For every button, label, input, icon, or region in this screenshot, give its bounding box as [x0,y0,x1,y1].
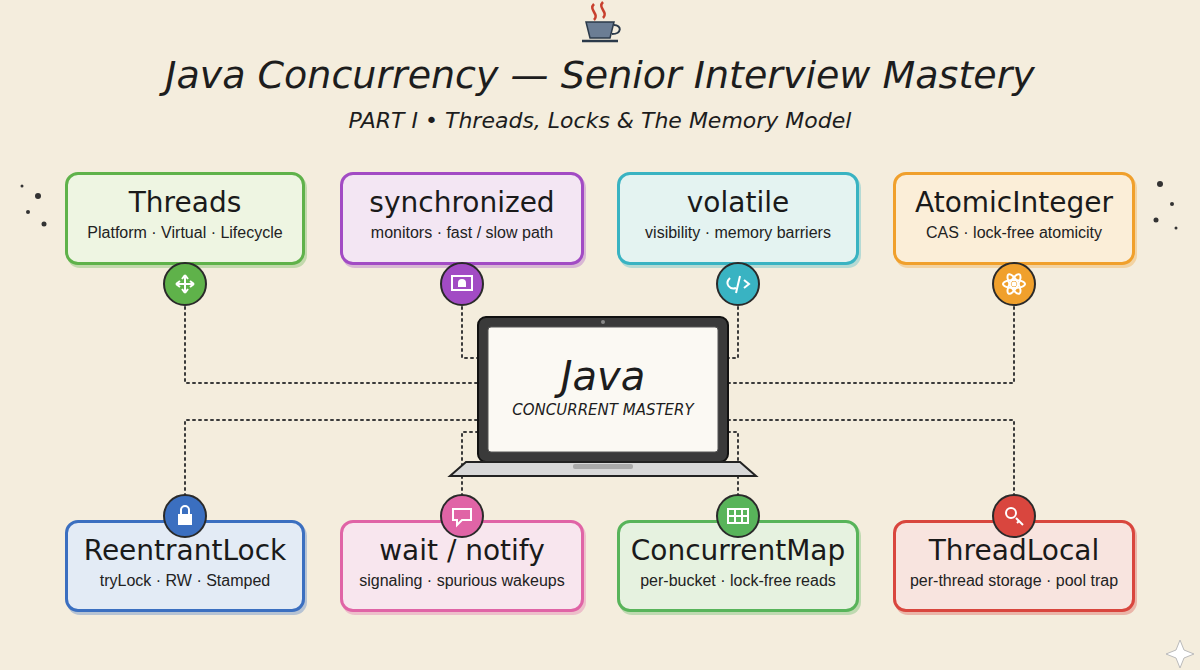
icon-badge [993,263,1035,305]
node-subtext: per-thread storage · pool trap [910,571,1118,591]
node-subtext: CONCURRENT MASTERY [512,400,693,420]
icon-glyph [1012,282,1017,287]
node-subtext: per-bucket · lock-free reads [640,571,836,591]
ink-dot [1157,181,1163,187]
node-heading: AtomicInteger [915,185,1113,221]
topic-box: volatilevisibility · memory barriers [617,172,859,265]
laptop-base [450,462,756,476]
node-heading: wait / notify [379,533,545,569]
node-heading: ReentrantLock [84,533,287,569]
topic-box: wait / notifysignaling · spurious wakeup… [340,520,584,612]
laptop-camera [601,320,605,324]
topic-box: ConcurrentMapper-bucket · lock-free read… [617,520,859,612]
laptop-hub: JavaCONCURRENT MASTERY [478,316,728,462]
icon-glyph [452,276,472,290]
ink-dot [42,222,47,227]
steam-line [592,4,595,20]
cup-saucer [582,40,618,43]
node-subtext: monitors · fast / slow path [371,223,553,243]
node-heading: Threads [129,185,242,221]
sparkle-mark [1166,640,1194,668]
node-subtext: CAS · lock-free atomicity [926,223,1102,243]
icon-glyph [181,506,189,514]
dotted-connector [185,420,478,520]
icon-badge [164,263,206,305]
diagram-title: Java Concurrency — Senior Interview Mast… [0,52,1200,98]
node-heading: ThreadLocal [929,533,1099,569]
subtitle-label: PART I • Threads, Locks & The Memory Mod… [0,106,1200,136]
node-subtext: visibility · memory barriers [645,223,831,243]
icon-glyph [176,275,194,293]
ink-dot [26,210,30,214]
ink-dot [35,193,41,199]
cup-handle [612,25,620,34]
threads-icon [164,263,206,305]
topic-box: ReentrantLocktryLock · RW · Stamped [65,520,305,612]
icon-glyph [1005,272,1023,295]
icon-badge [717,263,759,305]
node-heading: Java [561,352,646,400]
node-heading: ConcurrentMap [631,533,846,569]
topic-box: AtomicIntegerCAS · lock-free atomicity [893,172,1135,265]
topic-box: synchronizedmonitors · fast / slow path [340,172,584,265]
dotted-connector [185,265,478,383]
node-subtext: signaling · spurious wakeups [359,571,564,591]
dotted-connector [462,265,478,358]
synchronized-icon [441,263,483,305]
topic-box: ThreadsPlatform · Virtual · Lifecycle [65,172,305,265]
atomic-icon [993,263,1035,305]
ink-dot [1170,202,1174,206]
icon-glyph [728,276,749,293]
node-subtext: tryLock · RW · Stamped [100,571,270,591]
icon-badge [441,263,483,305]
icon-glyph [1006,508,1016,518]
laptop-screen [488,327,718,452]
node-heading: synchronized [369,185,554,221]
ink-dot [1154,218,1159,223]
topic-box: ThreadLocalper-thread storage · pool tra… [893,520,1135,612]
dotted-connector [728,420,1014,520]
node-subtext: Platform · Virtual · Lifecycle [87,223,282,243]
topic-icons [164,263,1035,537]
steam-line [601,2,604,18]
ink-dot [21,185,24,188]
node-heading: volatile [687,185,789,221]
icon-glyph [1005,272,1023,295]
laptop-bezel [478,317,728,462]
icon-glyph [458,279,466,287]
volatile-icon [717,263,759,305]
icon-glyph [1003,280,1025,288]
cup-body [586,22,614,38]
ink-dot [1175,227,1178,230]
laptop-trackpad [573,464,633,469]
dotted-connector [728,265,738,358]
java-cup-icon [582,2,620,41]
dotted-connector [728,265,1014,383]
